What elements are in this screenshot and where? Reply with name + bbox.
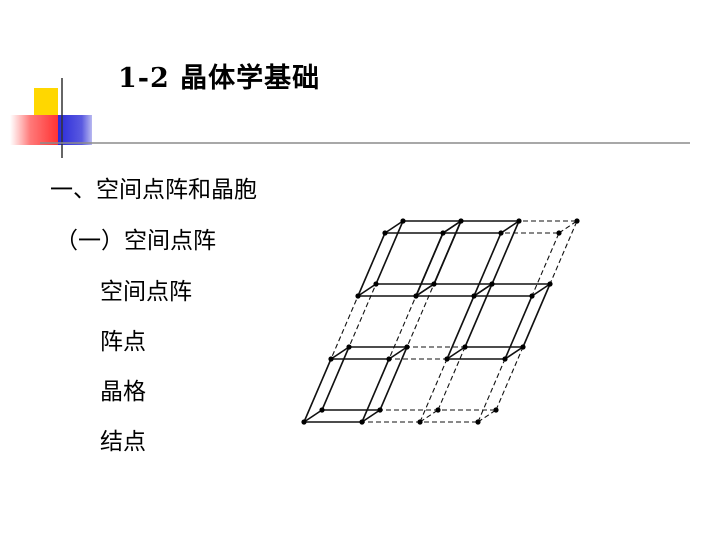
unit-cell-edge xyxy=(504,346,524,360)
lattice-point xyxy=(574,218,580,224)
lattice-point xyxy=(382,230,388,236)
lattice-point xyxy=(355,293,361,299)
unit-cell-edge xyxy=(357,232,386,297)
lattice-point xyxy=(458,218,464,224)
slide-title: 1-2 晶体学基础 xyxy=(118,63,321,94)
lattice-point xyxy=(328,356,334,362)
lattice-point xyxy=(400,218,406,224)
lattice-point xyxy=(413,293,419,299)
lattice-line xyxy=(477,232,560,423)
deco-blue-bar xyxy=(58,115,92,145)
outline-item-term: 空间点阵 xyxy=(100,279,192,305)
lattice-point xyxy=(556,230,562,236)
header-decoration xyxy=(10,78,690,158)
lattice-point xyxy=(498,230,504,236)
unit-cell-edge xyxy=(303,409,323,423)
lattice-point xyxy=(516,218,522,224)
lattice-point xyxy=(547,281,553,287)
lattice-point xyxy=(529,293,535,299)
unit-cell-edge xyxy=(522,283,551,348)
lattice-point xyxy=(386,356,392,362)
lattice-point xyxy=(520,344,526,350)
unit-cell-edge xyxy=(464,283,493,348)
lattice-point xyxy=(471,293,477,299)
outline-item-term: 阵点 xyxy=(100,329,146,355)
lattice-point xyxy=(493,407,499,413)
lattice-line xyxy=(477,409,497,423)
lattice-point xyxy=(502,356,508,362)
unit-cell-edge xyxy=(446,295,475,360)
lattice-point xyxy=(475,419,481,425)
unit-cell-edge xyxy=(433,220,462,285)
lattice-point xyxy=(377,407,383,413)
outline-item-heading: 一、空间点阵和晶胞 xyxy=(50,177,257,203)
unit-cell-edge xyxy=(473,283,493,297)
crystal-lattice-figure xyxy=(301,218,580,425)
unit-cell-edge xyxy=(415,283,435,297)
lattice-point xyxy=(417,419,423,425)
lattice-point xyxy=(462,344,468,350)
lattice-line xyxy=(495,220,578,411)
outline-item-term: 晶格 xyxy=(100,379,146,405)
unit-cell-edge xyxy=(388,346,408,360)
unit-cell-edge xyxy=(446,346,466,360)
deco-yellow-square xyxy=(34,88,58,116)
lattice-point xyxy=(319,407,325,413)
lattice-point xyxy=(359,419,365,425)
unit-cell-edge xyxy=(379,346,408,411)
lattice-point xyxy=(444,356,450,362)
unit-cell-edge xyxy=(473,232,502,297)
lattice-point xyxy=(435,407,441,413)
unit-cell-edge xyxy=(361,409,381,423)
unit-cell-edge xyxy=(531,283,551,297)
unit-cell-edge xyxy=(415,232,444,297)
unit-cell-edge xyxy=(330,346,350,360)
lattice-point xyxy=(431,281,437,287)
lattice-point xyxy=(489,281,495,287)
unit-cell-edge xyxy=(504,295,533,360)
outline-item-subheading: （一）空间点阵 xyxy=(55,228,216,254)
unit-cell-edge xyxy=(357,283,377,297)
lattice-line xyxy=(419,409,439,423)
lattice-point xyxy=(301,419,307,425)
unit-cell-edge xyxy=(384,220,404,234)
lattice-line xyxy=(558,220,578,234)
lattice-point xyxy=(373,281,379,287)
lattice-point xyxy=(440,230,446,236)
lattice-point xyxy=(346,344,352,350)
outline-item-term: 结点 xyxy=(100,429,146,455)
unit-cell-edge xyxy=(500,220,520,234)
lattice-point xyxy=(404,344,410,350)
unit-cell-edge xyxy=(491,220,520,285)
unit-cell-edge xyxy=(303,358,332,423)
unit-cell-edge xyxy=(321,346,350,411)
unit-cell-edge xyxy=(361,358,390,423)
unit-cell-edge xyxy=(375,220,404,285)
deco-red-bar xyxy=(10,115,60,145)
unit-cell-edge xyxy=(442,220,462,234)
